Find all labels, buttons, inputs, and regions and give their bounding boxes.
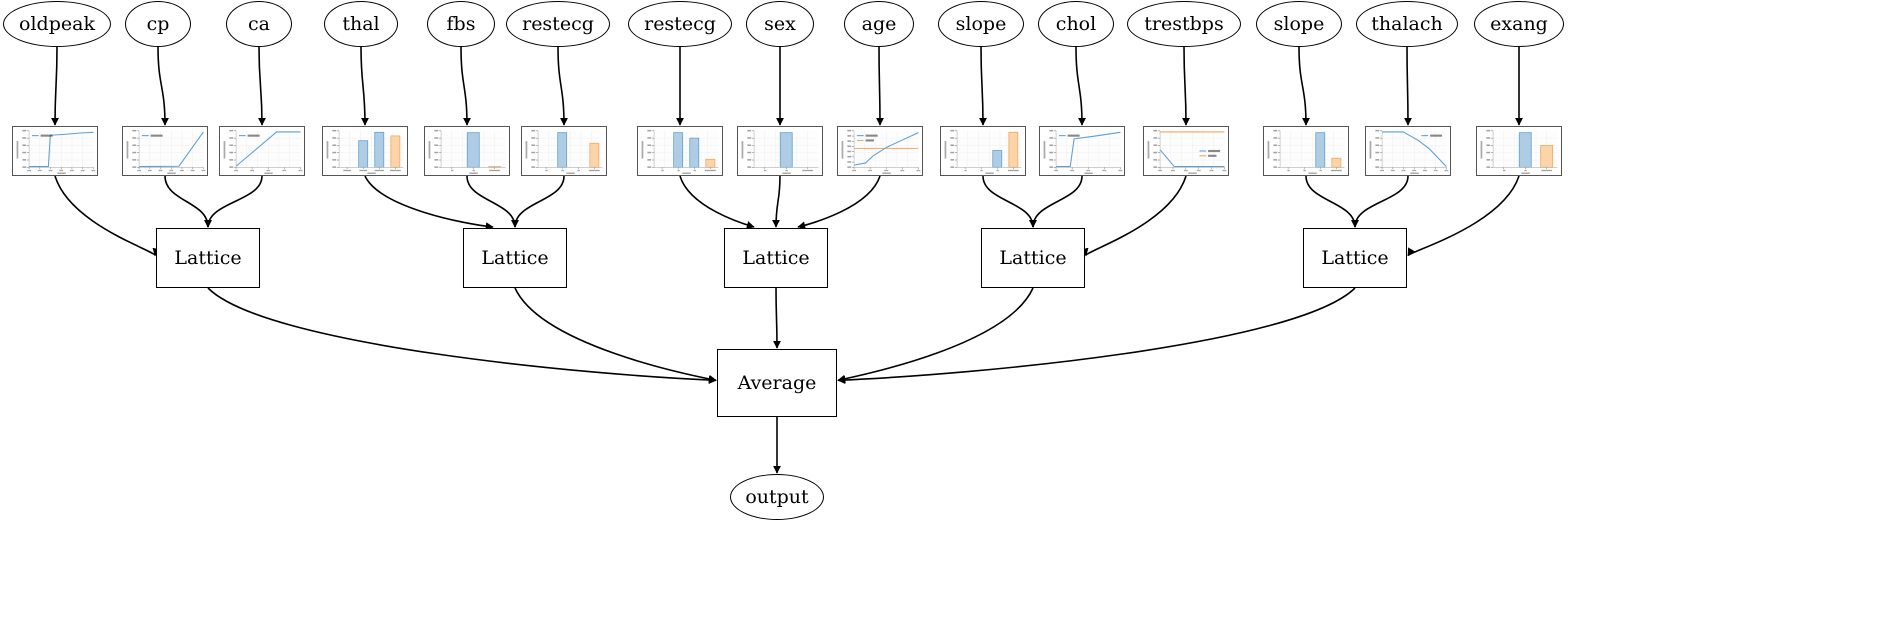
lattice-node-1[interactable]: Lattice	[463, 228, 567, 288]
input-node-exang[interactable]: exang	[1474, 1, 1564, 47]
input-node-label: age	[861, 12, 897, 35]
edge-cal9-to-lat3	[982, 175, 1037, 228]
input-node-thalach[interactable]: thalach	[1356, 1, 1458, 47]
input-node-label: chol	[1055, 12, 1097, 35]
output-node-label: output	[745, 485, 809, 508]
edge-cal6-to-lat2	[679, 175, 755, 229]
edge-in8-to-cal8	[875, 46, 884, 126]
input-node-label: restecg	[522, 12, 594, 35]
calibrator-plot-age-8[interactable]	[837, 126, 923, 176]
calibrator-plot-exang-14[interactable]	[1476, 126, 1562, 176]
input-node-label: exang	[1490, 12, 1548, 35]
edge-cal14-to-lat4	[1407, 175, 1520, 257]
input-node-label: fbs	[446, 12, 476, 35]
input-node-label: restecg	[644, 12, 716, 35]
lattice-node-label: Lattice	[481, 246, 549, 269]
calibrator-plot-restecg-6[interactable]	[637, 126, 723, 176]
edge-cal3-to-lat1	[364, 175, 494, 231]
average-node[interactable]: Average	[717, 349, 837, 417]
calibrator-plot-sex-7[interactable]	[737, 126, 823, 176]
input-node-label: slope	[1273, 12, 1325, 35]
input-node-label: oldpeak	[19, 12, 95, 35]
edge-cal8-to-lat2	[797, 175, 881, 230]
edge-in3-to-cal3	[360, 46, 369, 126]
calibrator-plot-thalach-13[interactable]	[1365, 126, 1451, 176]
edge-cal4-to-lat1	[466, 175, 519, 228]
input-node-cp[interactable]: cp	[125, 1, 191, 47]
calibrator-plot-fbs-4[interactable]	[424, 126, 510, 176]
input-node-label: cp	[146, 12, 170, 35]
output-node[interactable]: output	[730, 474, 824, 520]
edge-in4-to-cal4	[460, 46, 471, 126]
calibrator-plot-ca-2[interactable]	[219, 126, 305, 176]
input-node-label: thalach	[1371, 12, 1443, 35]
lattice-node-3[interactable]: Lattice	[981, 228, 1085, 288]
calibrator-plot-oldpeak-0[interactable]	[12, 126, 98, 176]
edge-lat0-to-avg	[207, 287, 717, 384]
input-node-label: ca	[248, 12, 270, 35]
input-node-slope[interactable]: slope	[938, 1, 1024, 47]
input-node-chol[interactable]: chol	[1038, 1, 1114, 47]
calibrator-plot-chol-10[interactable]	[1039, 126, 1125, 176]
edge-in12-to-cal12	[1298, 46, 1310, 126]
edge-cal13-to-lat4	[1351, 175, 1409, 228]
input-node-trestbps[interactable]: trestbps	[1127, 1, 1241, 47]
lattice-node-label: Lattice	[174, 246, 242, 269]
input-node-label: sex	[764, 12, 796, 35]
edge-lat2-to-avg	[772, 287, 781, 349]
input-node-fbs[interactable]: fbs	[427, 1, 495, 47]
input-node-restecg[interactable]: restecg	[506, 1, 610, 47]
lattice-node-4[interactable]: Lattice	[1303, 228, 1407, 288]
edge-in1-to-cal1	[157, 46, 169, 126]
input-node-sex[interactable]: sex	[746, 1, 814, 47]
input-node-thal[interactable]: thal	[324, 1, 398, 47]
edge-in5-to-cal5	[557, 46, 568, 126]
lattice-node-2[interactable]: Lattice	[724, 228, 828, 288]
edge-in11-to-cal11	[1181, 46, 1190, 126]
calibrator-plot-thal-3[interactable]	[322, 126, 408, 176]
edge-in10-to-cal10	[1075, 46, 1086, 126]
edge-cal12-to-lat4	[1305, 175, 1359, 228]
calibrator-plot-slope-9[interactable]	[940, 126, 1026, 176]
input-node-label: thal	[342, 12, 380, 35]
average-node-label: Average	[737, 371, 817, 394]
input-node-slope[interactable]: slope	[1256, 1, 1342, 47]
edge-in9-to-cal9	[978, 46, 987, 126]
edge-in2-to-cal2	[257, 46, 266, 126]
edge-cal2-to-lat0	[204, 175, 263, 228]
input-node-restecg[interactable]: restecg	[628, 1, 732, 47]
edge-cal11-to-lat3	[1080, 175, 1187, 257]
input-node-age[interactable]: age	[844, 1, 914, 47]
edge-cal1-to-lat0	[164, 175, 212, 228]
lattice-node-label: Lattice	[999, 246, 1067, 269]
edge-cal7-to-lat2	[772, 175, 781, 228]
input-node-label: trestbps	[1144, 12, 1224, 35]
calibrator-plot-cp-1[interactable]	[122, 126, 208, 176]
calibrator-plot-trestbps-11[interactable]	[1143, 126, 1229, 176]
input-node-ca[interactable]: ca	[226, 1, 292, 47]
calibrator-plot-slope-12[interactable]	[1263, 126, 1349, 176]
edge-cal5-to-lat1	[511, 175, 565, 228]
edge-in0-to-cal0	[51, 46, 60, 126]
input-node-oldpeak[interactable]: oldpeak	[3, 1, 111, 47]
calibrator-plot-restecg-5[interactable]	[521, 126, 607, 176]
edge-cal0-to-lat0	[54, 175, 161, 257]
lattice-node-0[interactable]: Lattice	[156, 228, 260, 288]
edge-lat3-to-avg	[837, 287, 1034, 383]
edge-lat1-to-avg	[514, 287, 717, 383]
edge-cal10-to-lat3	[1029, 175, 1083, 228]
lattice-node-label: Lattice	[742, 246, 810, 269]
lattice-node-label: Lattice	[1321, 246, 1389, 269]
input-node-label: slope	[955, 12, 1007, 35]
edge-lat4-to-avg	[837, 287, 1356, 384]
edge-in13-to-cal13	[1403, 46, 1412, 126]
